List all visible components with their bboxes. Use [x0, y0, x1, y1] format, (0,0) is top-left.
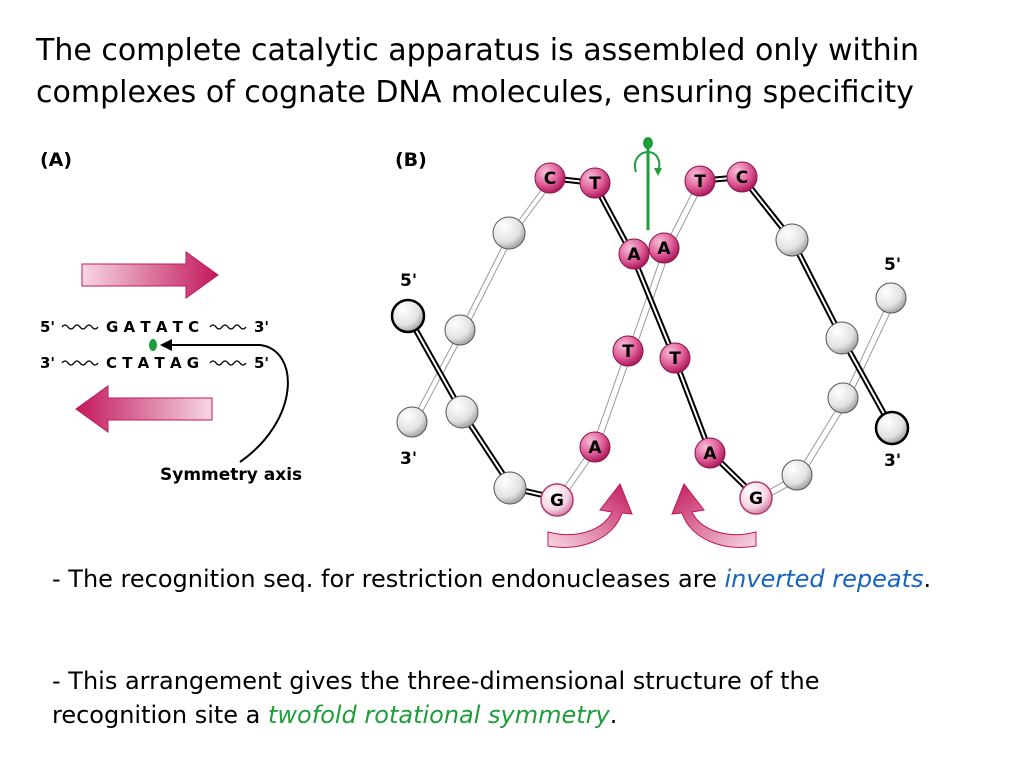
squiggle-icon: [61, 360, 99, 366]
nucleotide-c2-label: C: [736, 168, 748, 188]
panel-b: (B): [390, 137, 910, 548]
squiggle-icon: [61, 324, 99, 330]
nucleotide-c1: C: [534, 162, 566, 194]
nucleotide-t2-label: T: [622, 342, 634, 362]
squiggle-icon: [209, 324, 247, 330]
backbone-spheres: [390, 216, 910, 505]
dna-symmetry-figure: (A) 5' G A T A T C 3' 3' C T A T A G 5' …: [40, 137, 910, 548]
twofold-symmetry-highlight: twofold rotational symmetry: [268, 701, 610, 729]
rotation-arrowhead-icon: [654, 168, 662, 176]
bottom-strand-5-end: 5': [254, 354, 269, 372]
nucleotide-c2: C: [726, 161, 758, 193]
bullet-2-period: .: [609, 701, 618, 729]
curved-arrow-left-icon: [547, 482, 633, 548]
nucleotide-a1-label: A: [627, 245, 641, 265]
front-strands: [405, 173, 895, 501]
nucleotide-t3-label: T: [694, 172, 706, 192]
bullet-inverted-repeats: - The recognition seq. for restriction e…: [52, 562, 952, 596]
panel-a: (A) 5' G A T A T C 3' 3' C T A T A G 5' …: [40, 149, 302, 485]
end-label-left-bottom: 3': [400, 449, 417, 469]
title-line-1: The complete catalytic apparatus is asse…: [36, 33, 919, 68]
nucleotide-g2-label: G: [749, 489, 763, 509]
pointer-arrowhead-icon: [160, 339, 172, 351]
symmetry-axis-label: Symmetry axis: [160, 465, 302, 485]
nucleotide-g1-label: G: [550, 491, 564, 511]
end-label-right-bottom: 3': [884, 451, 901, 471]
top-strand-5-end: 5': [40, 318, 55, 336]
bullet-twofold-symmetry: - This arrangement gives the three-dimen…: [52, 664, 952, 732]
nucleotide-a2-label: A: [588, 438, 602, 458]
title-line-2: complexes of cognate DNA molecules, ensu…: [36, 75, 914, 110]
panel-b-label: (B): [395, 149, 427, 171]
top-strand-3-end: 3': [254, 318, 269, 336]
nucleotide-a2: A: [579, 431, 611, 463]
symmetry-axis-pointer-icon: [166, 344, 289, 463]
nucleotide-a4-label: A: [703, 444, 717, 464]
bottom-strand-sequence: C T A T A G: [106, 354, 199, 372]
panel-a-label: (A): [40, 149, 72, 171]
nucleotide-c1-label: C: [544, 169, 556, 189]
nucleotide-a1: A: [618, 238, 650, 270]
nucleotide-t1: T: [579, 167, 611, 199]
squiggle-icon: [209, 360, 247, 366]
slide-title: The complete catalytic apparatus is asse…: [36, 30, 996, 114]
nucleotide-a3: A: [648, 232, 680, 264]
nucleotide-g1: G: [540, 483, 574, 517]
nucleotide-t4-label: T: [669, 349, 681, 369]
bottom-strand-3-end: 3': [40, 354, 55, 372]
twofold-axis: [634, 137, 662, 230]
left-arrow-icon: [75, 385, 213, 433]
bullet-1-text: - The recognition seq. for restriction e…: [52, 565, 725, 593]
nucleotide-t1-label: T: [589, 174, 601, 194]
bullet-2-text: - This arrangement gives the three-dimen…: [52, 667, 820, 729]
nucleotide-t2: T: [612, 335, 644, 367]
end-label-left-top: 5': [400, 271, 417, 291]
nucleotide-t4: T: [659, 342, 691, 374]
nucleotide-g2: G: [739, 481, 773, 515]
rotation-arrow-icon: [634, 150, 661, 173]
nucleotide-t3: T: [684, 165, 716, 197]
symmetry-axis-dot-icon: [149, 339, 157, 351]
nucleotide-a4: A: [694, 437, 726, 469]
inverted-repeats-highlight: inverted repeats: [724, 565, 924, 593]
end-label-right-top: 5': [884, 255, 901, 275]
top-strand-sequence: G A T A T C: [106, 318, 199, 336]
right-arrow-icon: [81, 251, 219, 299]
nucleotide-a3-label: A: [657, 239, 671, 259]
back-strands: [411, 177, 897, 504]
bullet-1-period: .: [923, 565, 932, 593]
curved-arrow-right-icon: [671, 482, 757, 548]
